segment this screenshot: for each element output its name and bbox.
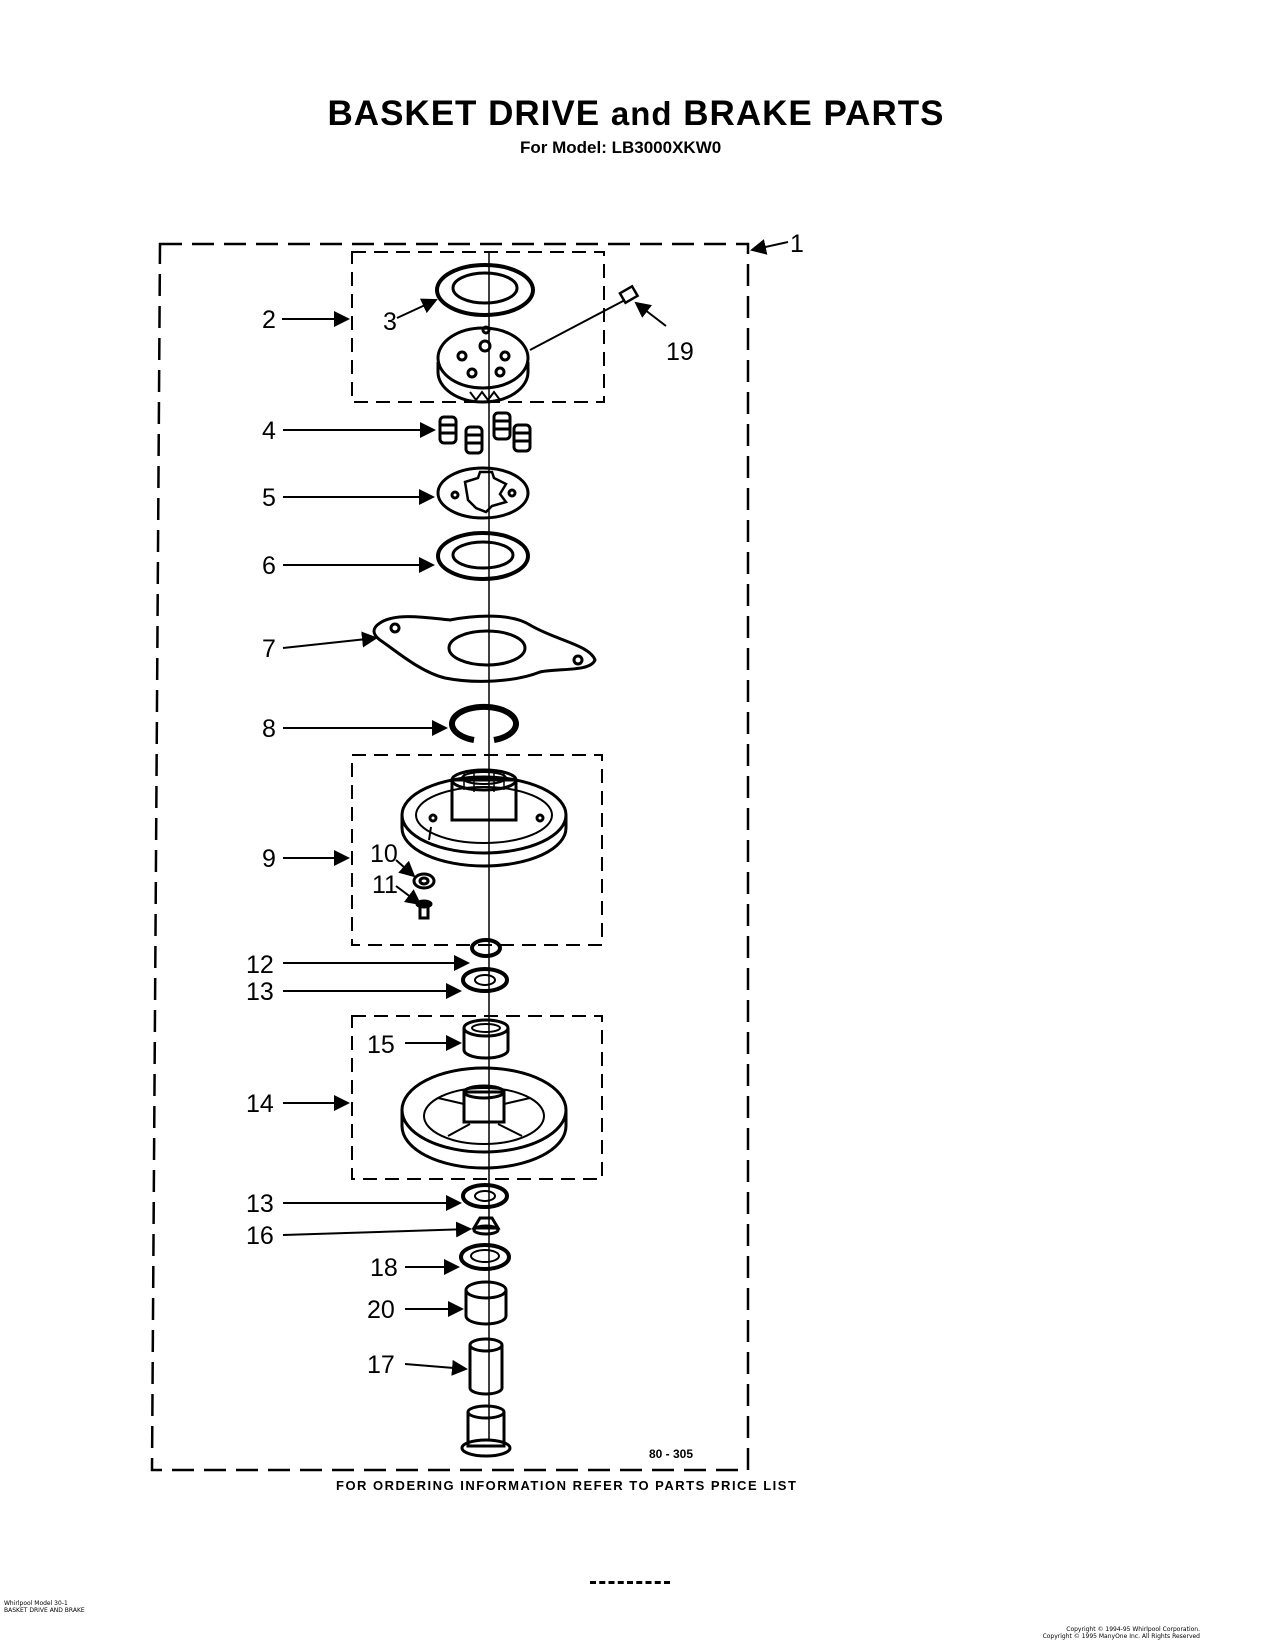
callout-5: 5: [262, 484, 276, 512]
callout-20: 20: [367, 1296, 395, 1324]
part-9-hub: [400, 768, 568, 868]
footer-right-line-1: Copyright © 1994-95 Whirlpool Corporatio…: [1066, 1626, 1200, 1633]
footer-right: Copyright © 1994-95 Whirlpool Corporatio…: [1000, 1626, 1200, 1640]
footer-right-line-2: Copyright © 1995 ManyOne Inc. All Rights…: [1042, 1633, 1200, 1640]
callout-14: 14: [246, 1090, 274, 1118]
callout-18: 18: [370, 1254, 398, 1282]
shaft-bottom: [460, 1404, 512, 1458]
callout-1: 1: [790, 230, 804, 258]
part-4-springs: [438, 411, 532, 455]
footer-left: Whirlpool Model 30-1 BASKET DRIVE AND BR…: [4, 1600, 85, 1614]
drawing-code: 80 - 305: [649, 1447, 693, 1461]
callout-16: 16: [246, 1222, 274, 1250]
assembly-outline: [150, 242, 750, 1472]
part-19-screw: [529, 284, 640, 351]
callout-10: 10: [370, 840, 398, 868]
callout-13-lower: 13: [246, 1190, 274, 1218]
part-8-snap-ring: [449, 703, 519, 743]
callout-9: 9: [262, 845, 276, 873]
callout-4: 4: [262, 417, 276, 445]
model-subtitle: For Model: LB3000XKW0: [520, 138, 722, 157]
callout-11: 11: [372, 871, 398, 899]
part-18-ring: [459, 1243, 511, 1271]
callout-15: 15: [367, 1031, 395, 1059]
part-12-ring: [470, 938, 502, 958]
part-3-ring: [435, 263, 535, 317]
callout-6: 6: [262, 552, 276, 580]
part-13-washer-lower: [461, 1183, 509, 1209]
callout-12: 12: [246, 951, 274, 979]
part-16-cap: [471, 1216, 501, 1236]
part-7-bracket: [372, 614, 597, 683]
callout-7: 7: [262, 635, 276, 663]
part-5-plate: [436, 466, 530, 520]
part-15-bushing: [462, 1018, 510, 1060]
callout-3: 3: [383, 308, 397, 336]
callout-17: 17: [367, 1351, 395, 1379]
callout-13-upper: 13: [246, 978, 274, 1006]
part-13-washer-upper: [461, 967, 509, 993]
callout-19: 19: [666, 338, 694, 366]
ordering-note: FOR ORDERING INFORMATION REFER TO PARTS …: [336, 1478, 798, 1493]
footer-left-line-1: Whirlpool Model 30-1: [4, 1600, 68, 1607]
title-part-1: BASKET DRIVE: [327, 94, 601, 133]
title-part-2: BRAKE PARTS: [683, 94, 945, 133]
part-14-pulley: [400, 1066, 568, 1170]
page-mark: [590, 1581, 670, 1584]
part-6-ring: [436, 531, 530, 581]
footer-left-line-2: BASKET DRIVE AND BRAKE: [4, 1607, 85, 1614]
callout-2: 2: [262, 306, 276, 334]
leader-lines: [282, 239, 789, 1376]
part-20-collar: [464, 1280, 508, 1326]
part-17-sleeve: [468, 1337, 504, 1396]
page-title: BASKET DRIVE and BRAKE PARTS: [0, 94, 1272, 134]
part-2-brake-plate: [436, 325, 530, 404]
callout-8: 8: [262, 715, 276, 743]
subassembly-box-14: [351, 1015, 603, 1180]
title-and: and: [610, 95, 673, 132]
